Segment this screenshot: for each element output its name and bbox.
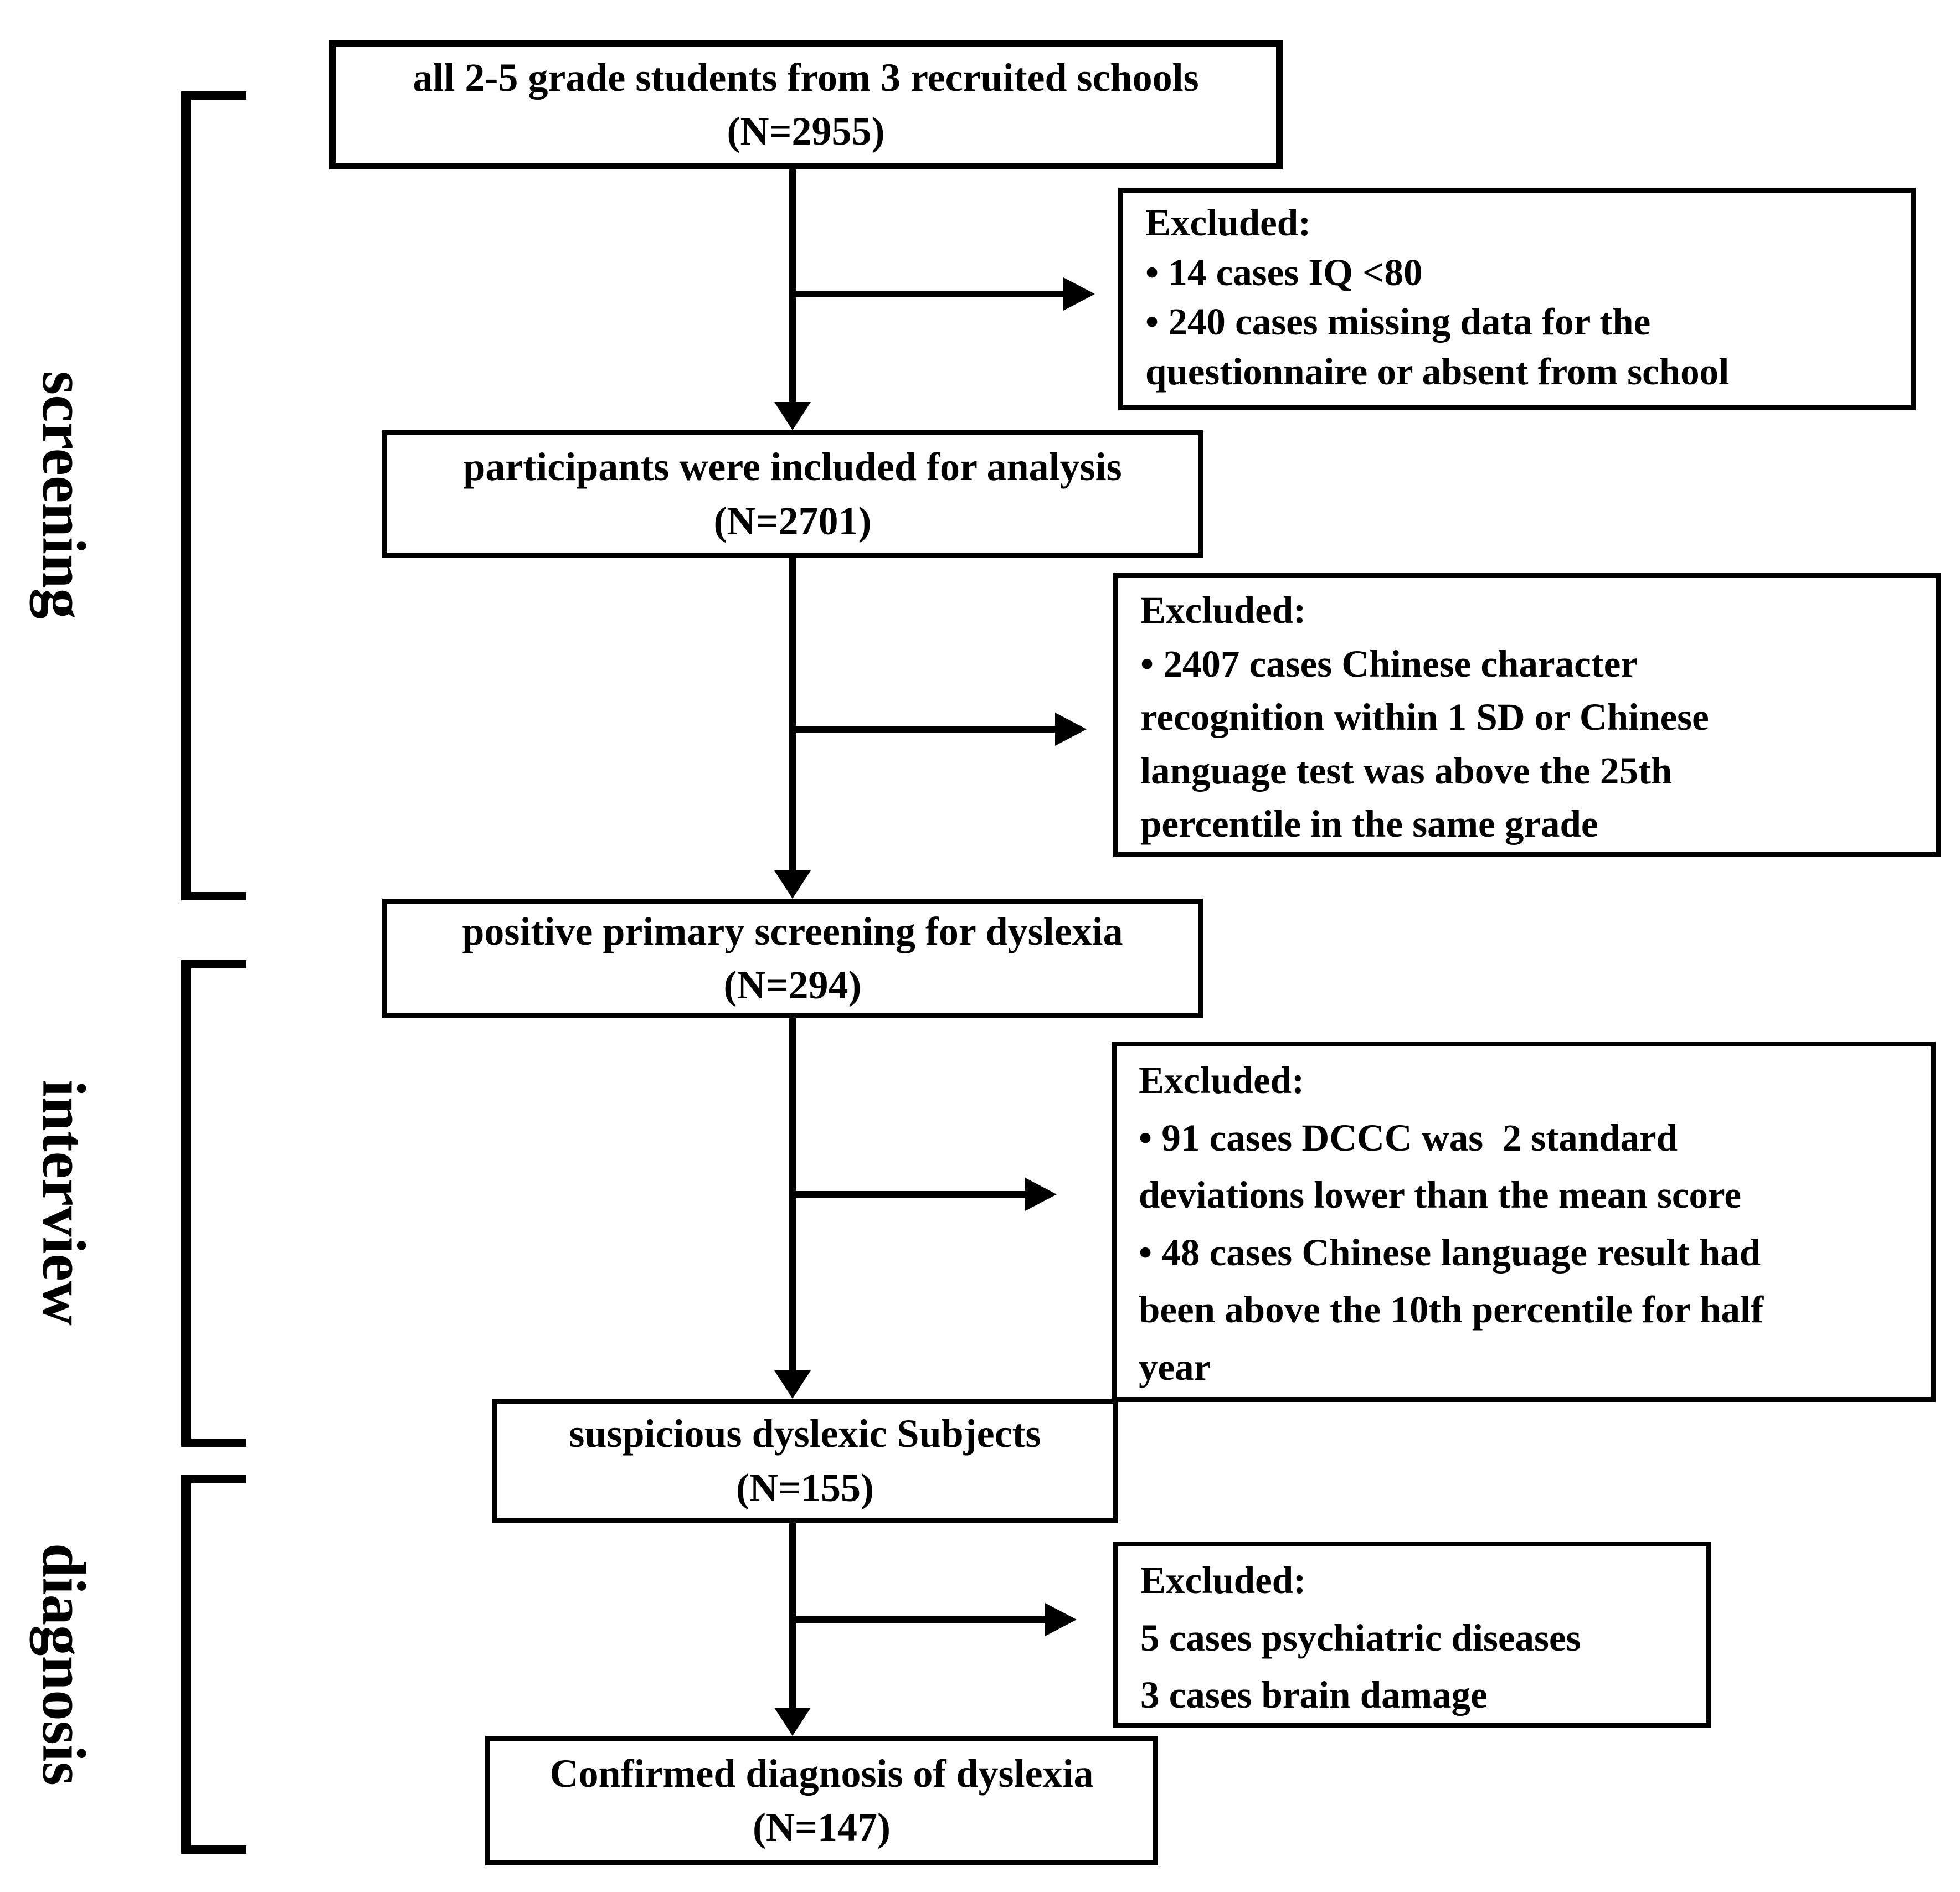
- excluded-box-screening-1: Excluded: • 14 cases IQ <80 • 240 cases …: [1118, 188, 1916, 410]
- text-line: • 14 cases IQ <80: [1145, 251, 1423, 293]
- stage-label-diagnosis: diagnosis: [29, 1543, 97, 1786]
- text-line: suspicious dyslexic Subjects: [569, 1411, 1041, 1456]
- text-line: Excluded:: [1139, 1059, 1305, 1101]
- stage-label-interview: interview: [29, 1080, 97, 1326]
- excluded-box-diagnosis: Excluded: 5 cases psychiatric diseases 3…: [1113, 1542, 1711, 1728]
- flow-box-suspicious-subjects: suspicious dyslexic Subjects (N=155): [492, 1399, 1118, 1523]
- flow-box-primary-screening: positive primary screening for dyslexia …: [382, 899, 1203, 1018]
- excluded-box-interview: Excluded: • 91 cases DCCC was 2 standard…: [1112, 1042, 1936, 1402]
- flow-box-analysis: participants were included for analysis …: [382, 430, 1203, 558]
- text-line: 3 cases brain damage: [1140, 1674, 1488, 1716]
- branch-line-1: [793, 291, 1063, 297]
- right-arrowhead-icon: [1055, 713, 1087, 746]
- flow-box-confirmed-diagnosis: Confirmed diagnosis of dyslexia (N=147): [485, 1736, 1158, 1865]
- text-line: been above the 10th percentile for half: [1139, 1288, 1764, 1331]
- text-line: year: [1139, 1345, 1211, 1388]
- text-line: (N=147): [753, 1805, 891, 1849]
- branch-line-3: [793, 1191, 1025, 1198]
- text-line: language test was above the 25th: [1140, 749, 1673, 792]
- text-line: positive primary screening for dyslexia: [462, 909, 1123, 953]
- trunk-line-4: [789, 1523, 796, 1708]
- text-line: percentile in the same grade: [1140, 803, 1598, 846]
- down-arrowhead-icon: [774, 1370, 811, 1399]
- excluded-box-screening-2: Excluded: • 2407 cases Chinese character…: [1113, 573, 1941, 857]
- text-line: (N=294): [723, 963, 862, 1007]
- down-arrowhead-icon: [774, 1708, 811, 1736]
- flow-box-enrollment: all 2-5 grade students from 3 recruited …: [329, 40, 1283, 169]
- text-line: 5 cases psychiatric diseases: [1140, 1616, 1581, 1659]
- right-arrowhead-icon: [1025, 1178, 1057, 1211]
- right-arrowhead-icon: [1045, 1603, 1077, 1636]
- text-line: Excluded:: [1145, 202, 1311, 244]
- branch-line-4: [793, 1616, 1045, 1623]
- bracket-interview: [181, 960, 246, 1447]
- text-line: recognition within 1 SD or Chinese: [1140, 696, 1709, 739]
- text-line: • 240 cases missing data for the: [1145, 301, 1651, 343]
- bracket-diagnosis: [181, 1475, 246, 1854]
- text-line: • 48 cases Chinese language result had: [1139, 1231, 1761, 1274]
- text-line: Excluded:: [1140, 589, 1306, 631]
- text-line: deviations lower than the mean score: [1139, 1174, 1741, 1216]
- trunk-line-2: [789, 558, 796, 870]
- text-line: questionnaire or absent from school: [1145, 350, 1730, 393]
- text-line: • 91 cases DCCC was 2 standard: [1139, 1116, 1678, 1159]
- text-line: Excluded:: [1140, 1559, 1306, 1601]
- text-line: • 2407 cases Chinese character: [1140, 642, 1638, 685]
- trunk-line-1: [789, 169, 796, 407]
- down-arrowhead-icon: [774, 870, 811, 899]
- text-line: (N=155): [736, 1465, 874, 1510]
- branch-line-2: [793, 726, 1055, 733]
- text-line: (N=2955): [727, 109, 885, 153]
- right-arrowhead-icon: [1063, 277, 1095, 311]
- text-line: Confirmed diagnosis of dyslexia: [549, 1751, 1094, 1796]
- text-line: (N=2701): [713, 498, 872, 543]
- text-line: participants were included for analysis: [463, 445, 1122, 489]
- bracket-screening: [181, 91, 246, 900]
- text-line: all 2-5 grade students from 3 recruited …: [413, 55, 1199, 100]
- down-arrowhead-icon: [774, 402, 811, 430]
- stage-label-screening: screening: [29, 370, 97, 620]
